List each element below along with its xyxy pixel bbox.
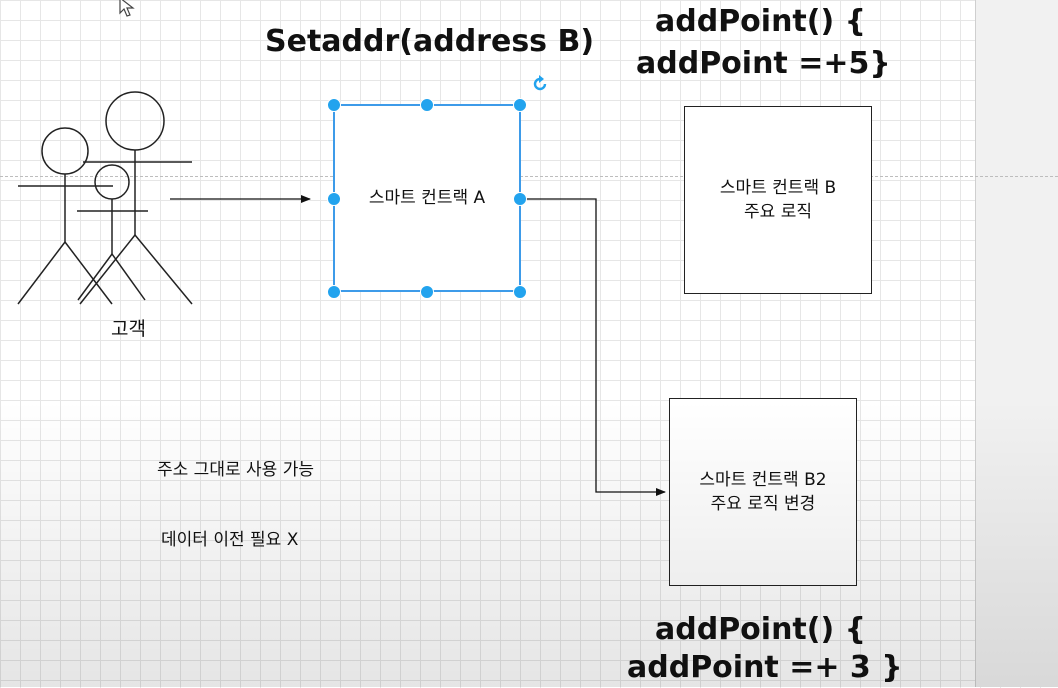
resize-handle-top-right[interactable] [513, 98, 527, 112]
stick-figure-icon [17, 91, 193, 305]
contract-b2-line2: 주요 로직 변경 [710, 494, 816, 514]
contract-b-line2: 주요 로직 [744, 202, 812, 222]
code-b-line2: addPoint =+5} [636, 46, 891, 81]
contract-b-line1: 스마트 컨트랙 B [719, 178, 837, 198]
contract-b2-line1: 스마트 컨트랙 B2 [699, 470, 827, 490]
page-break-guide [0, 176, 1058, 177]
resize-handle-top[interactable] [420, 98, 434, 112]
customer-label: 고객 [111, 318, 146, 340]
resize-handle-left[interactable] [327, 192, 341, 206]
canvas-right-margin [975, 0, 1058, 687]
note-address-reuse: 주소 그대로 사용 가능 [157, 460, 314, 480]
resize-handle-top-left[interactable] [327, 98, 341, 112]
contract-b2-box[interactable]: 스마트 컨트랙 B2 주요 로직 변경 [669, 398, 857, 586]
cursor-icon [119, 0, 135, 17]
resize-handle-bottom-right[interactable] [513, 285, 527, 299]
contract-a-to-b2-arrow [521, 198, 666, 496]
customer-actor-group[interactable] [0, 80, 220, 400]
resize-handle-bottom[interactable] [420, 285, 434, 299]
setaddr-label: Setaddr(address B) [265, 24, 595, 59]
code-b-line1: addPoint() { [655, 4, 866, 39]
code-b2-line1: addPoint() { [655, 612, 866, 647]
resize-handle-right[interactable] [513, 192, 527, 206]
contract-a-box[interactable]: 스마트 컨트랙 A [333, 104, 521, 292]
note-no-data-migration: 데이터 이전 필요 X [161, 530, 299, 550]
contract-a-label: 스마트 컨트랙 A [368, 188, 486, 208]
code-b2-line2: addPoint =+ 3 } [627, 650, 903, 685]
resize-handle-bottom-left[interactable] [327, 285, 341, 299]
rotate-icon[interactable] [531, 75, 549, 93]
contract-b-box[interactable]: 스마트 컨트랙 B 주요 로직 [684, 106, 872, 294]
